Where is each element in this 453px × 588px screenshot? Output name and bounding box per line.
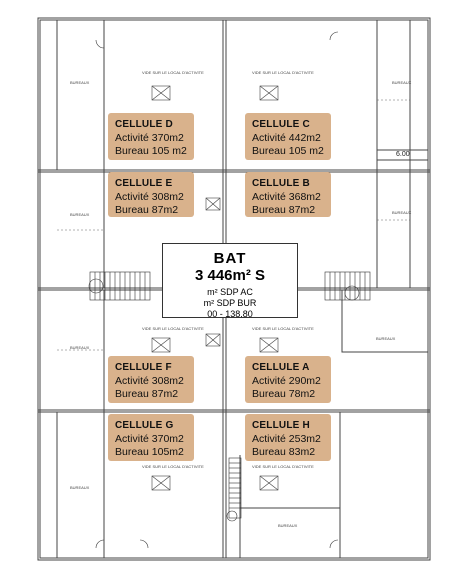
cell-name: CELLULE D — [115, 119, 173, 130]
cell-bureau: Bureau 105m2 — [115, 446, 184, 458]
cell-name: CELLULE B — [252, 178, 310, 189]
cell-name: CELLULE F — [115, 362, 172, 373]
building-sdp-activite: m² SDP AC — [207, 287, 253, 297]
bureaux-label: BUREAUX — [278, 523, 298, 528]
dimension-label: 6.00 — [396, 151, 410, 158]
void-label: VIDE SUR LE LOCAL D'ACTIVITE — [252, 464, 314, 469]
cellule-c-box: CELLULE C Activité 442m2 Bureau 105 m2 — [245, 113, 331, 160]
bureaux-label: BUREAUX — [70, 485, 90, 490]
bureaux-label: BUREAUX — [392, 80, 412, 85]
cell-bureau: Bureau 105 m2 — [115, 145, 187, 157]
cell-activite: Activité 308m2 — [115, 191, 184, 203]
void-label: VIDE SUR LE LOCAL D'ACTIVITE — [252, 70, 314, 75]
bureaux-label: BUREAUX — [70, 212, 90, 217]
cell-activite: Activité 253m2 — [252, 433, 321, 445]
cellule-h-box: CELLULE H Activité 253m2 Bureau 83m2 — [245, 414, 331, 461]
bureaux-label: BUREAUX — [376, 336, 396, 341]
cell-name: CELLULE E — [115, 178, 173, 189]
cellule-d-box: CELLULE D Activité 370m2 Bureau 105 m2 — [108, 113, 194, 160]
cellule-b-box: CELLULE B Activité 368m2 Bureau 87m2 — [245, 172, 331, 217]
cell-activite: Activité 442m2 — [252, 132, 321, 144]
building-sdp-bureaux: m² SDP BUR — [203, 298, 257, 308]
cellule-e-box: CELLULE E Activité 308m2 Bureau 87m2 — [108, 172, 194, 217]
cell-bureau: Bureau 87m2 — [115, 204, 179, 216]
bureaux-label: BUREAUX — [70, 80, 90, 85]
void-label: VIDE SUR LE LOCAL D'ACTIVITE — [142, 70, 204, 75]
cell-activite: Activité 370m2 — [115, 433, 184, 445]
cell-activite: Activité 308m2 — [115, 375, 184, 387]
cell-name: CELLULE H — [252, 420, 310, 431]
void-label: VIDE SUR LE LOCAL D'ACTIVITE — [142, 464, 204, 469]
building-title: BAT — [213, 250, 247, 267]
cell-activite: Activité 370m2 — [115, 132, 184, 144]
cell-bureau: Bureau 105 m2 — [252, 145, 324, 157]
bureaux-label: BUREAUX — [70, 345, 90, 350]
building-summary-box: BAT 3 446m² S m² SDP AC m² SDP BUR 00 - … — [162, 243, 298, 318]
cell-name: CELLULE A — [252, 362, 310, 373]
cell-bureau: Bureau 87m2 — [115, 388, 179, 400]
cell-activite: Activité 368m2 — [252, 191, 321, 203]
cell-bureau: Bureau 87m2 — [252, 204, 316, 216]
cellule-f-box: CELLULE F Activité 308m2 Bureau 87m2 — [108, 356, 194, 403]
cell-name: CELLULE G — [115, 420, 174, 431]
cellule-a-box: CELLULE A Activité 290m2 Bureau 78m2 — [245, 356, 331, 403]
cell-bureau: Bureau 78m2 — [252, 388, 316, 400]
cell-bureau: Bureau 83m2 — [252, 446, 316, 458]
cell-name: CELLULE C — [252, 119, 310, 130]
building-total-area: 3 446m² S — [194, 267, 266, 284]
building-levels: 00 - 138,80 — [207, 309, 253, 318]
bureaux-label: BUREAUX — [392, 210, 412, 215]
cellule-g-box: CELLULE G Activité 370m2 Bureau 105m2 — [108, 414, 194, 461]
void-label: VIDE SUR LE LOCAL D'ACTIVITE — [142, 326, 204, 331]
void-label: VIDE SUR LE LOCAL D'ACTIVITE — [252, 326, 314, 331]
cell-activite: Activité 290m2 — [252, 375, 321, 387]
